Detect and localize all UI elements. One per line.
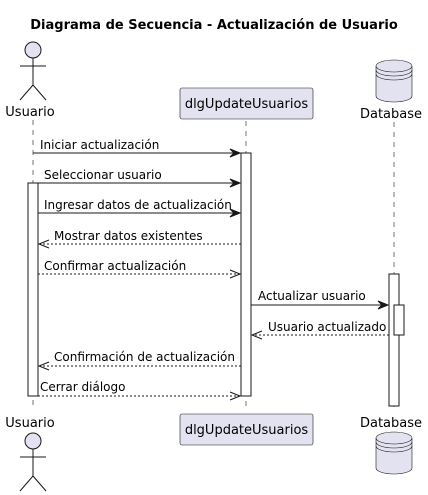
database-nested-activation-bar — [393, 304, 405, 336]
message-label: Confirmar actualización — [44, 259, 186, 273]
message-confirmacion: Confirmación de actualización — [37, 350, 241, 371]
actor-stick-figure-icon — [19, 432, 47, 492]
usuario-top-label: Usuario — [5, 105, 54, 120]
dialog-top-box — [179, 87, 314, 120]
dialog-bottom-label: dlgUpdateUsuarios — [185, 423, 309, 438]
message-mostrar-datos: Mostrar datos existentes — [37, 229, 241, 249]
message-label: Mostrar datos existentes — [54, 229, 203, 243]
message-label: Usuario actualizado — [268, 320, 386, 334]
database-cylinder-icon — [375, 59, 413, 103]
usuario-bottom-label: Usuario — [5, 416, 54, 431]
message-ingresar-datos: Ingresar datos de actualización — [38, 198, 242, 218]
message-confirmar-actualizacion: Confirmar actualización — [38, 259, 242, 279]
dialog-bottom-box — [179, 413, 314, 446]
message-label: Cerrar diálogo — [40, 380, 125, 394]
database-cylinder-icon — [375, 431, 413, 475]
usuario-activation-bar — [27, 182, 39, 397]
message-label: Confirmación de actualización — [54, 350, 235, 364]
message-usuario-actualizado: Usuario actualizado — [250, 320, 389, 340]
database-top-label: Database — [360, 107, 422, 122]
database-bottom-label: Database — [360, 416, 422, 431]
message-label: Ingresar datos de actualización — [44, 198, 232, 212]
message-label: Iniciar actualización — [40, 138, 159, 152]
message-iniciar-actualizacion: Iniciar actualización — [33, 138, 242, 158]
message-seleccionar-usuario: Seleccionar usuario — [33, 168, 242, 188]
database-activation-bar — [388, 273, 400, 407]
actor-stick-figure-icon — [19, 41, 47, 101]
diagram-title: Diagrama de Secuencia - Actualización de… — [30, 18, 398, 33]
message-actualizar-usuario: Actualizar usuario — [251, 289, 390, 310]
dialog-activation-bar — [240, 152, 252, 397]
message-cerrar-dialogo: Cerrar diálogo — [38, 380, 242, 401]
message-label: Actualizar usuario — [258, 289, 366, 303]
message-label: Seleccionar usuario — [44, 168, 162, 182]
dialog-top-label: dlgUpdateUsuarios — [185, 97, 309, 112]
